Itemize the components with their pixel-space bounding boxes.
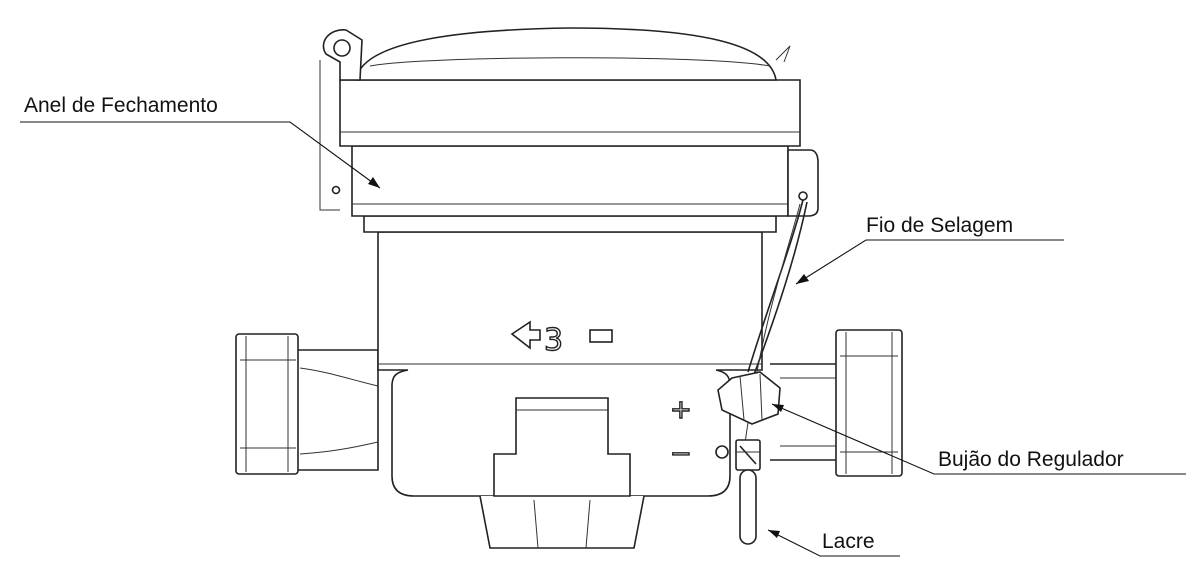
lead-seal: [715, 439, 761, 545]
meter-body: [377, 231, 763, 497]
label-seal: Lacre: [822, 530, 875, 553]
flow-number: 3: [544, 323, 563, 358]
plus-marking: +: [670, 395, 692, 425]
closing-ring-leader: [20, 121, 381, 189]
seal-arrowhead: [768, 530, 780, 538]
left-coupling-nut: [235, 333, 299, 475]
label-regulator-plug: Bujão do Regulador: [938, 448, 1124, 471]
meter-lid: [355, 27, 791, 81]
seal-wire-arrowhead: [796, 274, 809, 284]
regulator-plug: [717, 371, 781, 425]
regulator-plug-leader: [771, 403, 1186, 475]
label-seal-wire: Fio de Selagem: [866, 214, 1013, 237]
flow-marker-box: [589, 329, 613, 343]
upper-collar: [351, 145, 789, 233]
measuring-chamber: [479, 397, 645, 549]
flow-arrow-icon: [510, 320, 541, 350]
seal-leader: [767, 529, 900, 557]
minus-marking: −: [670, 439, 692, 469]
right-pipe-connection: [770, 363, 839, 461]
left-pipe-connection: [298, 349, 379, 471]
lid-hinge: [319, 29, 363, 211]
right-coupling-nut: [835, 329, 903, 477]
seal-lug: [787, 149, 819, 217]
seal-wire-leader: [795, 239, 1064, 285]
label-closing-ring: Anel de Fechamento: [24, 94, 218, 117]
regulator-plug-arrowhead: [772, 404, 784, 412]
closing-ring: [339, 79, 801, 147]
closing-ring-arrowhead: [368, 177, 380, 188]
